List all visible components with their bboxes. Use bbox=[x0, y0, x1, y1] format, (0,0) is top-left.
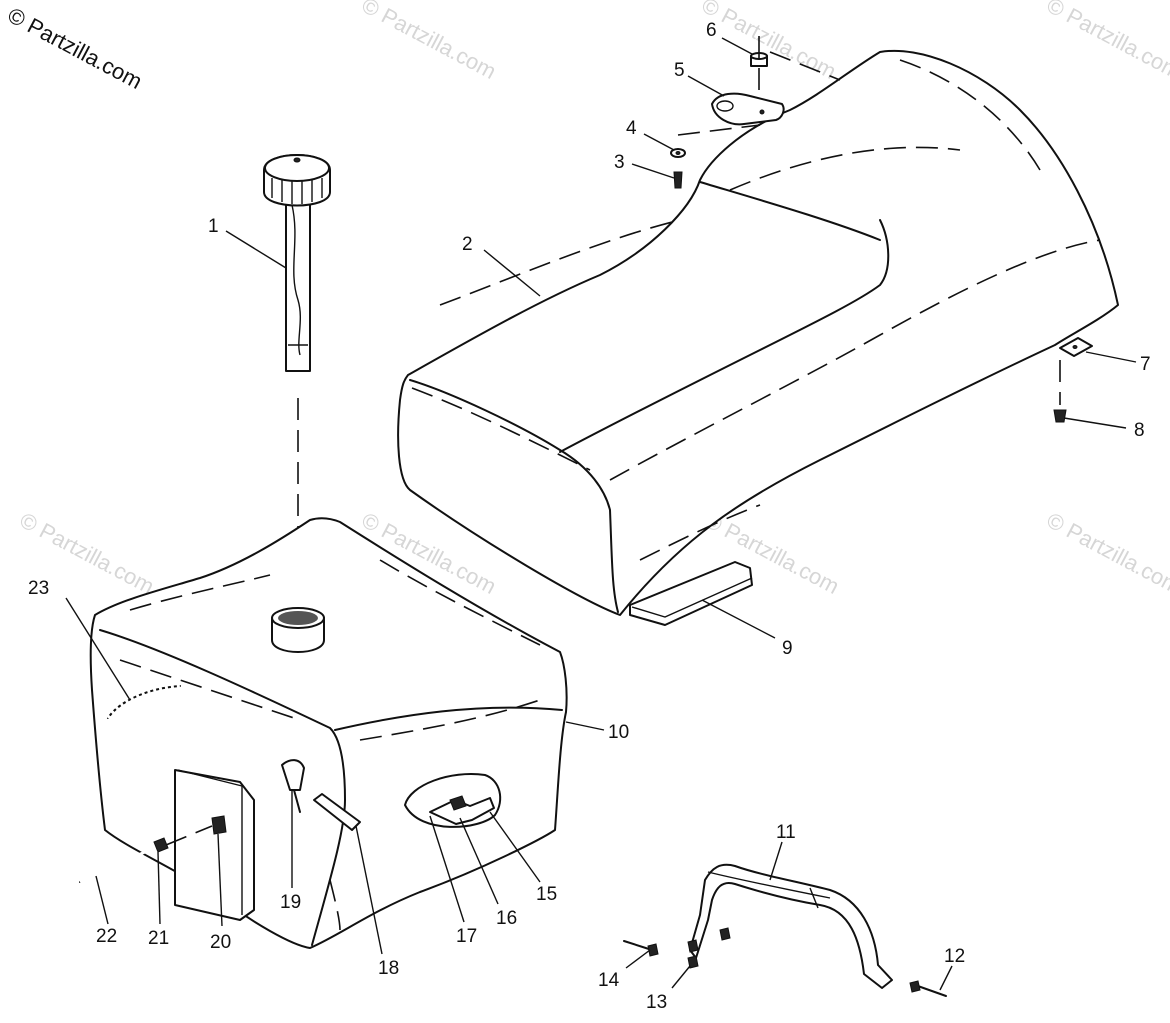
callout-7: 7 bbox=[1140, 354, 1151, 375]
callout-16: 16 bbox=[496, 908, 517, 929]
callout-4: 4 bbox=[626, 118, 637, 139]
callout-leaders bbox=[65, 37, 1137, 991]
callout-6: 6 bbox=[706, 20, 717, 41]
callout-18: 18 bbox=[378, 958, 399, 979]
callout-14: 14 bbox=[598, 970, 620, 991]
callout-8: 8 bbox=[1134, 420, 1145, 441]
watermark: © Partzilla.com bbox=[1043, 507, 1170, 599]
callout-5: 5 bbox=[674, 60, 685, 81]
callout-21: 21 bbox=[148, 928, 169, 949]
callout-3: 3 bbox=[614, 152, 625, 173]
callout-20: 20 bbox=[210, 932, 231, 953]
copyright-notice: © Partzilla.com bbox=[4, 2, 147, 94]
callout-11: 11 bbox=[776, 822, 796, 843]
filler-cap-gauge bbox=[263, 154, 331, 372]
callout-22: 22 bbox=[96, 926, 117, 947]
callout-10: 10 bbox=[608, 722, 629, 743]
callout-17: 17 bbox=[456, 926, 477, 947]
callout-9: 9 bbox=[782, 638, 793, 659]
callout-23: 23 bbox=[28, 578, 49, 599]
watermark: © Partzilla.com bbox=[358, 0, 501, 84]
rear-bracket bbox=[1053, 337, 1093, 423]
callout-1: 1 bbox=[208, 216, 219, 237]
seat-latch-hardware bbox=[670, 36, 841, 189]
seat bbox=[397, 49, 1119, 616]
seat-pad bbox=[629, 561, 753, 626]
callout-2: 2 bbox=[462, 234, 473, 255]
watermark: © Partzilla.com bbox=[1043, 0, 1170, 84]
callout-19: 19 bbox=[280, 892, 301, 913]
callout-12: 12 bbox=[944, 946, 965, 967]
callout-13: 13 bbox=[646, 992, 667, 1013]
callout-15: 15 bbox=[536, 884, 557, 905]
fuel-tank bbox=[79, 517, 568, 949]
callout-labels: 1 2 3 4 5 6 7 8 9 10 11 12 13 14 15 16 1… bbox=[28, 20, 1151, 1013]
tank-strap bbox=[623, 863, 947, 997]
